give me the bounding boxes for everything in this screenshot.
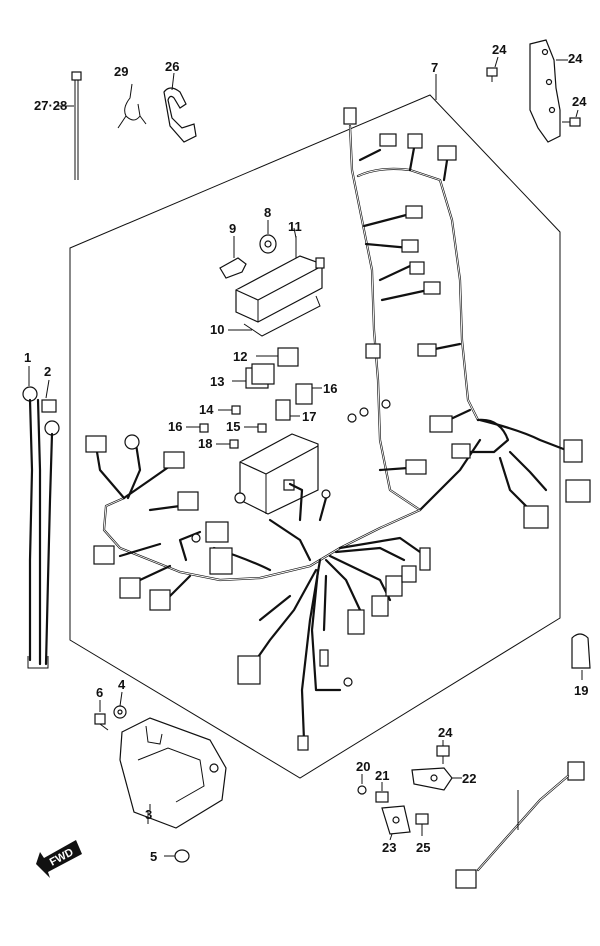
label-9: 9	[229, 221, 236, 236]
fuse-16-left	[186, 423, 209, 433]
label-16-b: 16	[168, 419, 182, 434]
label-22-a: 22	[462, 771, 476, 786]
fuse-18	[216, 439, 239, 449]
label-24-d: 25	[416, 840, 430, 855]
relay-12	[256, 347, 299, 367]
washer-21	[357, 774, 367, 795]
label-24-a: 24	[492, 42, 507, 57]
bolt-6	[94, 700, 109, 731]
label-10: 10	[210, 322, 224, 337]
label-15: 15	[226, 419, 240, 434]
fuse-box-holder	[239, 433, 319, 515]
fuse-box-cover-11	[235, 236, 325, 323]
label-22-b: 23	[382, 840, 396, 855]
fuse-15	[244, 423, 267, 433]
label-27-28: 29	[114, 64, 128, 79]
bolt-24-upper	[436, 740, 450, 764]
label-20: 21	[375, 768, 389, 783]
grommet-5	[164, 849, 190, 863]
label-24-c: 24	[438, 725, 453, 740]
label-19: 19	[574, 683, 588, 698]
clamp-25	[163, 72, 197, 143]
label-23: 24	[568, 51, 583, 66]
label-25: 26	[165, 59, 179, 74]
cap-19	[571, 633, 591, 680]
clip-27-28	[117, 83, 147, 129]
bolt-24-right	[562, 109, 581, 127]
fwd-arrow: FWD	[36, 840, 82, 878]
harness-connectors	[85, 107, 591, 751]
diode-17	[275, 399, 300, 421]
fwd-text: FWD	[48, 846, 76, 868]
label-6: 6	[96, 685, 103, 700]
clamp-22-lower	[381, 805, 411, 841]
label-5: 5	[150, 849, 157, 864]
label-17: 17	[302, 409, 316, 424]
fuse-14	[218, 405, 241, 415]
label-7: 7	[431, 60, 438, 75]
main-wire-harness-7	[94, 124, 568, 742]
nut-20	[375, 782, 389, 803]
label-24-b: 24	[572, 94, 587, 109]
label-14: 14	[199, 402, 214, 417]
extension-cable-29	[455, 761, 585, 889]
label-16-a: 16	[323, 381, 337, 396]
label-21: 20	[356, 759, 370, 774]
label-11: 11	[288, 219, 302, 234]
bolt-24-lower	[415, 813, 429, 836]
label-13: 13	[210, 374, 224, 389]
cable-tie-26	[56, 71, 82, 180]
label-12: 12	[233, 349, 247, 364]
label-3: 3	[145, 807, 152, 822]
fuse-puller-9	[219, 236, 247, 279]
grommet-8	[259, 220, 277, 254]
label-4: 4	[118, 677, 126, 692]
label-26: 27·28	[34, 98, 67, 113]
relay-16-top	[295, 383, 322, 405]
relay-13	[232, 363, 275, 389]
assembly-frame	[69, 94, 561, 779]
clamp-22-upper	[411, 767, 462, 791]
washer-4	[113, 691, 127, 719]
bracket-3	[119, 717, 227, 829]
label-18: 18	[198, 436, 212, 451]
label-2: 2	[44, 364, 51, 379]
bracket-23	[529, 39, 568, 143]
fuse-box-seal-10	[243, 295, 321, 337]
label-8: 8	[264, 205, 271, 220]
label-1: 1	[24, 350, 31, 365]
bolt-24-top	[486, 56, 499, 82]
battery-cables-1-2	[22, 366, 60, 669]
